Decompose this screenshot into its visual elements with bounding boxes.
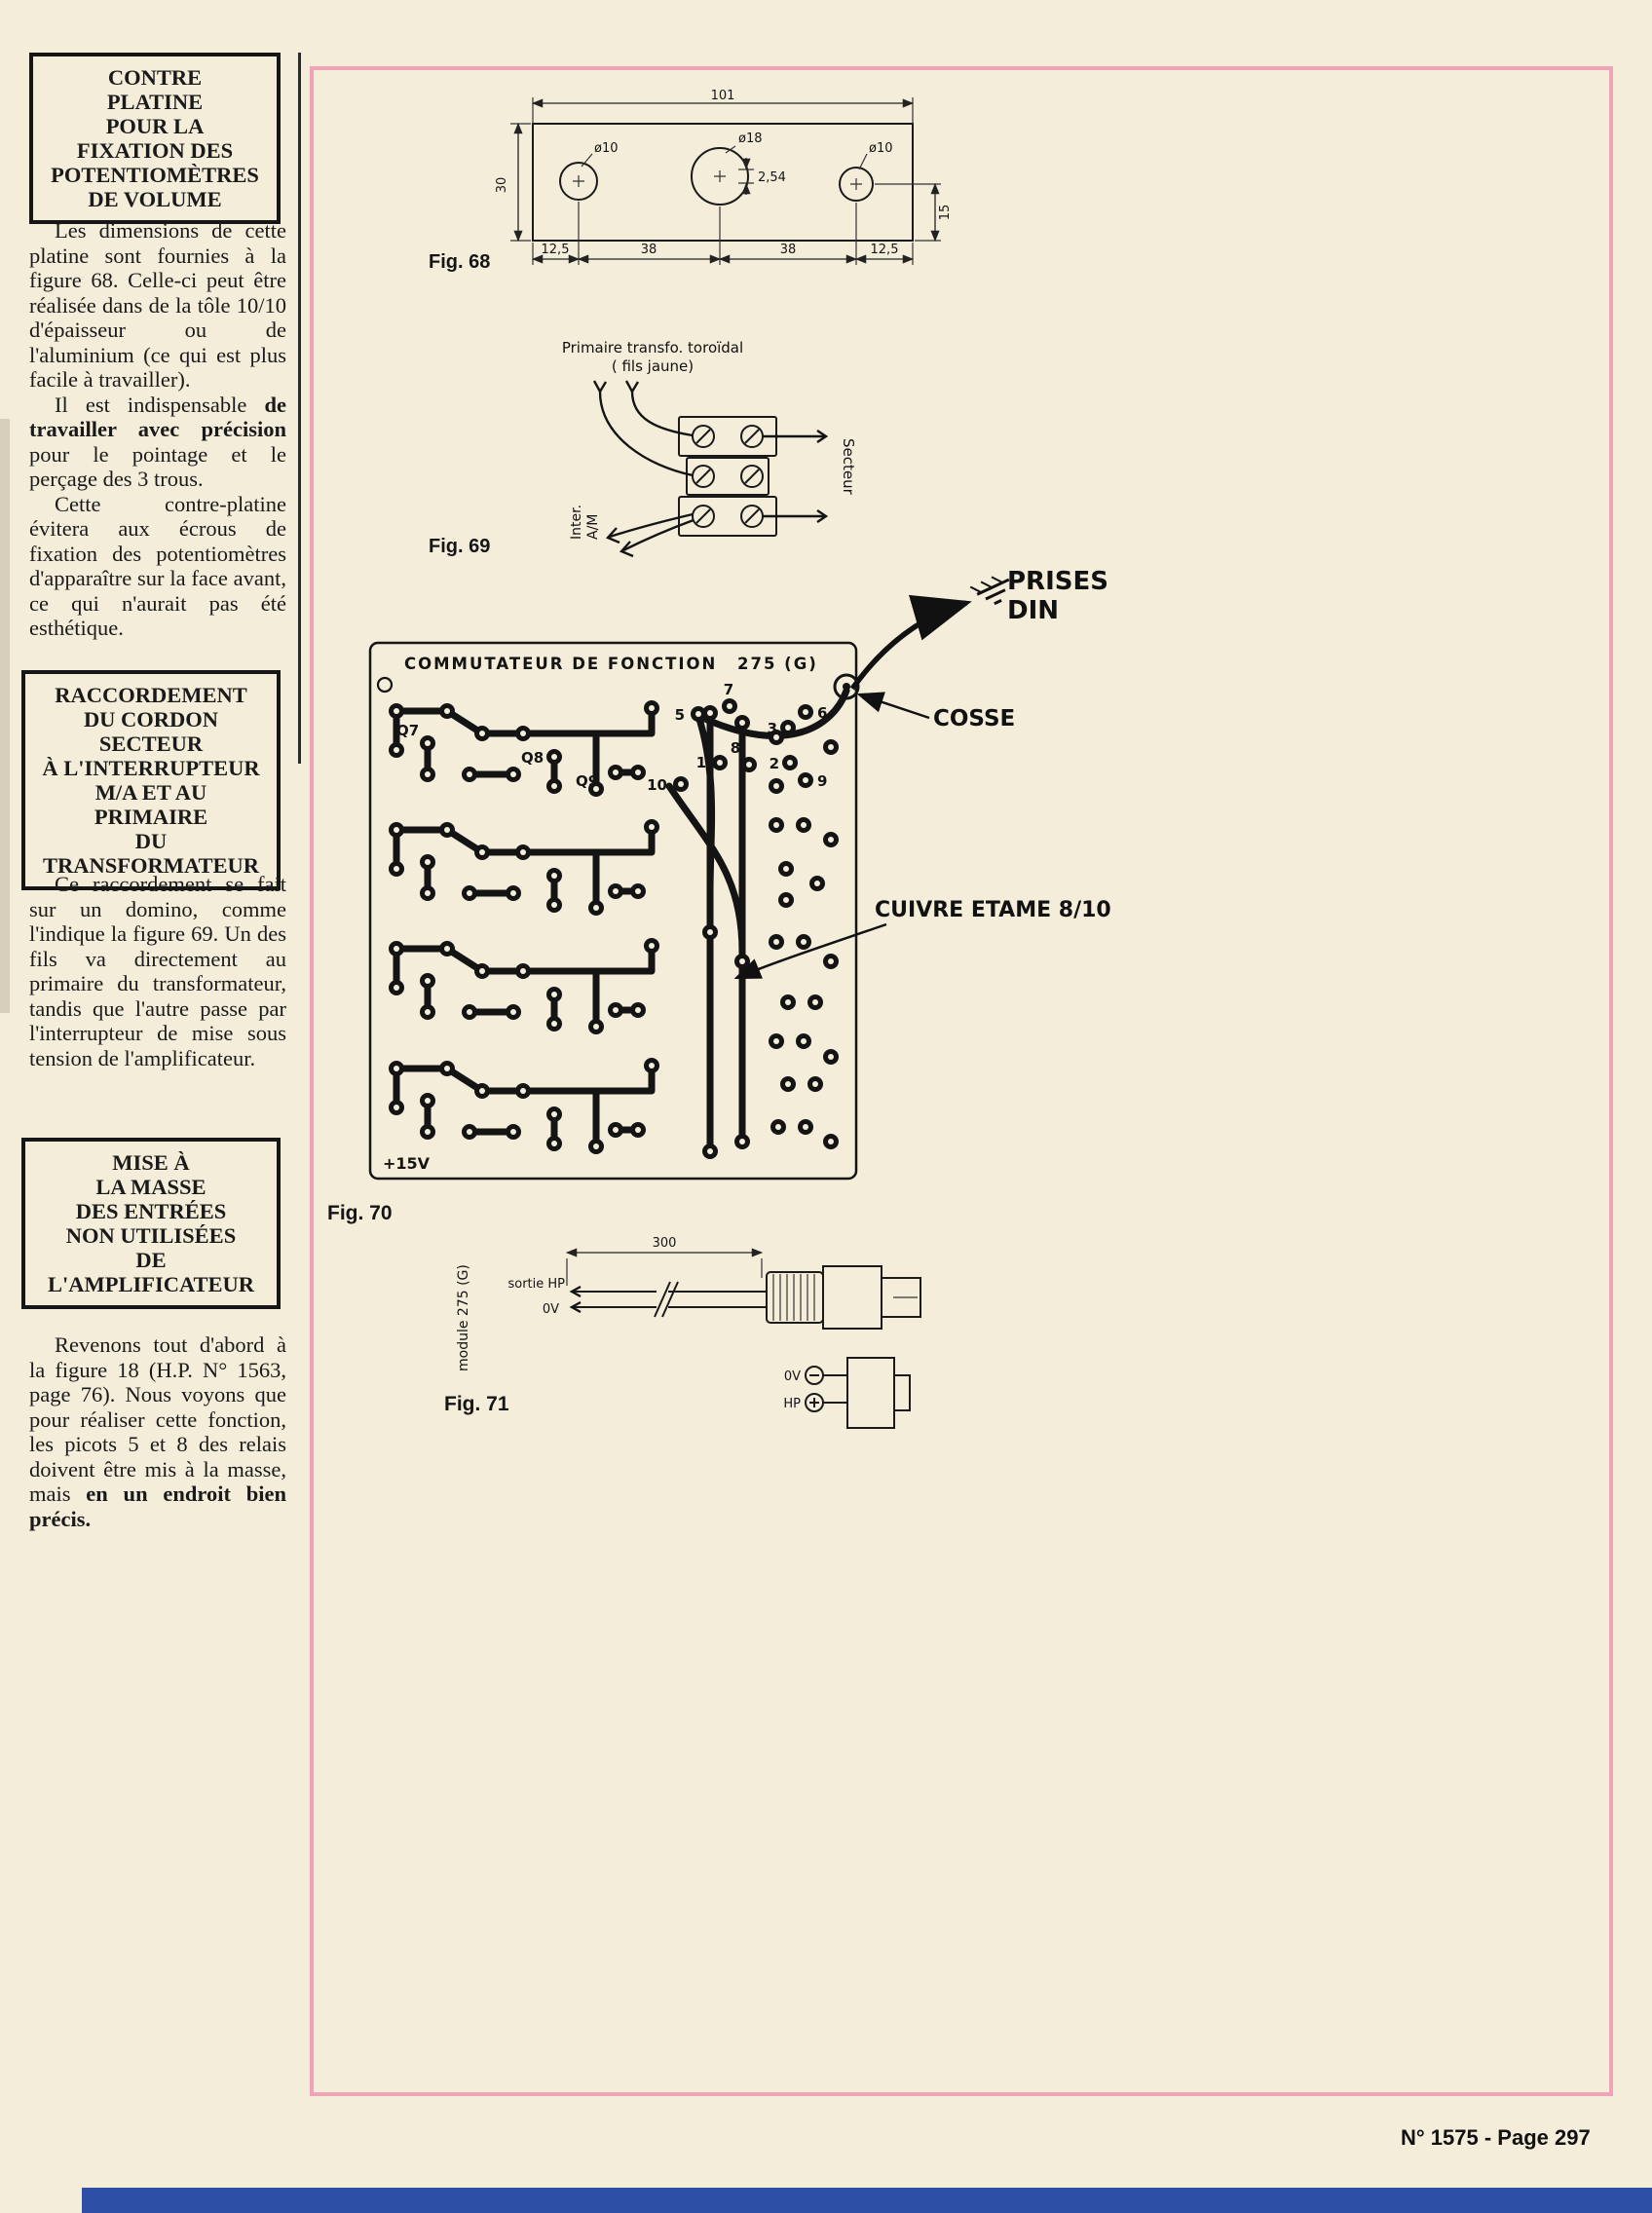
fig68-hole-right-label: ø10 — [869, 141, 893, 156]
paragraph-contre-platine: Cette contre-platine évitera aux écrous … — [29, 491, 286, 641]
fig69-inter-label: Inter. A/M — [569, 504, 601, 540]
fig68-dim-30: 30 — [495, 177, 509, 194]
heading-box-mise-a-la-masse: MISE À LA MASSE DES ENTRÉES NON UTILISÉE… — [21, 1138, 281, 1309]
paragraph-masse: Revenons tout d'abord à la figure 18 (H.… — [29, 1332, 286, 1531]
paragraph-masse-pre: Revenons tout d'abord à la figure 18 (H.… — [29, 1332, 286, 1506]
fig69-secteur-label: Secteur — [840, 438, 857, 495]
fig68-drawing: 101 30 ø10 ø18 ø10 2,54 15 12,5 38 38 12… — [495, 89, 953, 265]
fig68-dim-15: 15 — [938, 205, 953, 221]
paragraph-precision-post: pour le pointage et le perçage des 3 tro… — [29, 441, 286, 492]
ref-q7: Q7 — [396, 722, 419, 739]
fig71-ov-label: 0V — [543, 1302, 559, 1317]
fig68-dim-254: 2,54 — [758, 170, 786, 185]
pcb-ref: 275 (G) — [737, 655, 818, 673]
paragraph-precision-bold: de travailler avec précision — [29, 392, 286, 442]
pin-10: 10 — [647, 776, 667, 794]
pin-5: 5 — [675, 706, 685, 724]
pcb-outline — [368, 641, 858, 1181]
heading-box-contre-platine: CONTRE PLATINE POUR LA FIXATION DES POTE… — [29, 53, 281, 224]
pin-2: 2 — [770, 755, 779, 772]
cuivre-leader — [733, 922, 887, 980]
fig68-dim-bottom-1: 12,5 — [542, 243, 570, 257]
text-block-2: Ce raccordement se fait sur un domino, c… — [29, 872, 286, 1070]
bottom-blue-strip — [82, 2188, 1652, 2213]
fig68-dim-bottom-4: 12,5 — [871, 243, 899, 257]
fig69-primaire-label: Primaire transfo. toroïdal ( fils jaune) — [561, 339, 744, 375]
ground-symbol — [969, 576, 1010, 606]
fig71-plug-ov-label: 0V — [784, 1369, 801, 1384]
fig71-sortie-hp-label: sortie HP — [507, 1277, 565, 1292]
fig71-dimension — [565, 1248, 764, 1286]
text-block-3: Revenons tout d'abord à la figure 18 (H.… — [29, 1332, 286, 1531]
fig71-drawing: 300 sortie HP 0V 0V HP — [507, 1236, 921, 1429]
fig69-label: Fig. 69 — [429, 536, 491, 557]
fig70-annotations — [733, 576, 1010, 980]
column-rule — [298, 53, 301, 764]
cosse-label: COSSE — [933, 706, 1016, 731]
paragraph-masse-bold: en un endroit bien précis. — [29, 1482, 286, 1531]
fig69-domino-blocks — [678, 416, 777, 537]
fig71-din-plug — [766, 1265, 921, 1330]
fig71-connector — [805, 1357, 911, 1429]
fig68-hole-center-label: ø18 — [738, 131, 763, 146]
fig68-dim-bottom-3: 38 — [780, 243, 797, 257]
paragraph-precision: Il est indispensable de travailler avec … — [29, 393, 286, 492]
scan-artifact — [0, 419, 10, 1013]
cosse-terminal — [833, 673, 860, 700]
supply-15v-label: +15V — [383, 1154, 431, 1173]
prises-din-arrow — [849, 576, 1010, 691]
fig68-dimension-lines — [510, 97, 941, 265]
fig69-drawing — [592, 380, 829, 558]
cosse-leader — [856, 692, 930, 720]
fig71-label: Fig. 71 — [444, 1393, 509, 1415]
pcb-title: COMMUTATEUR DE FONCTION — [404, 655, 717, 673]
heading-box-raccordement: RACCORDEMENT DU CORDON SECTEUR À L'INTER… — [21, 670, 281, 890]
fig68-label: Fig. 68 — [429, 251, 491, 273]
fig70-pcb-drawing: COMMUTATEUR DE FONCTION 275 (G) — [368, 641, 860, 1181]
fig71-dim-300: 300 — [653, 1236, 677, 1251]
fig68-dim-bottom-2: 38 — [641, 243, 657, 257]
pcb-bus-traces — [665, 673, 860, 1159]
fig68-dim-101: 101 — [711, 89, 735, 103]
fig69-wires — [592, 380, 829, 558]
pin-6: 6 — [817, 704, 827, 722]
page-number: N° 1575 - Page 297 — [1401, 2125, 1591, 2150]
ref-q8: Q8 — [521, 749, 544, 767]
paragraph-precision-pre: Il est indispensable — [55, 392, 265, 417]
pin-1: 1 — [696, 754, 706, 771]
text-block-1: Les dimensions de cette platine sont fou… — [29, 218, 286, 641]
cuivre-etame-label: CUIVRE ETAME 8/10 — [875, 898, 1111, 922]
pin-8: 8 — [731, 739, 740, 757]
prises-din-label: PRISES DIN — [1007, 567, 1108, 625]
pin-7: 7 — [724, 681, 733, 698]
figures-panel: 101 30 ø10 ø18 ø10 2,54 15 12,5 38 38 12… — [310, 66, 1613, 2096]
pcb-relay-traces — [389, 700, 659, 1154]
pin-9: 9 — [817, 772, 827, 790]
fig71-cable — [569, 1281, 767, 1318]
fig71-plug-hp-label: HP — [783, 1397, 801, 1411]
fig68-hole-left-label: ø10 — [594, 141, 619, 156]
fig71-module-label: module 275 (G) — [456, 1264, 471, 1371]
pin-3: 3 — [768, 720, 777, 737]
fig70-label: Fig. 70 — [327, 1202, 393, 1224]
paragraph-raccordement: Ce raccordement se fait sur un domino, c… — [29, 872, 286, 1070]
ref-q9: Q9 — [576, 772, 598, 790]
paragraph-dimensions: Les dimensions de cette platine sont fou… — [29, 218, 286, 392]
fig68-plate-outline — [532, 123, 914, 242]
